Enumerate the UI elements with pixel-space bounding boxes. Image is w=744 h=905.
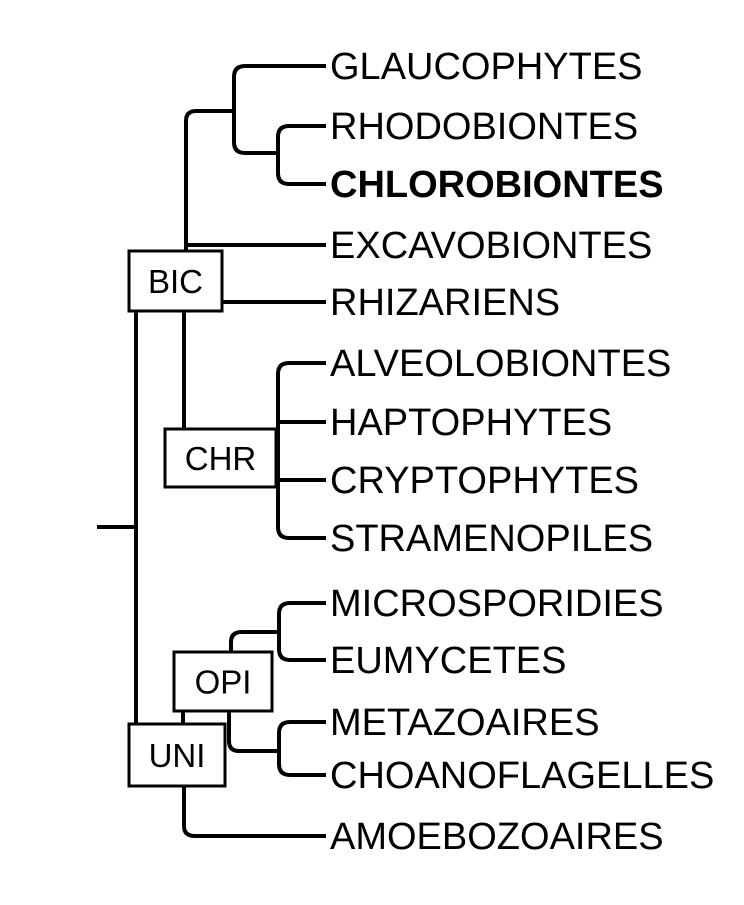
taxon-label-rhizariens: RHIZARIENS [330,282,560,324]
taxon-label-alveolobiontes: ALVEOLOBIONTES [330,343,671,385]
clade-box-opi [172,650,274,713]
taxon-label-stramenopiles: STRAMENOPILES [330,518,653,560]
stem-opi-to-animal-node [227,711,279,753]
clade-box-uni [127,722,227,788]
taxon-label-choanoflagelles: CHOANOFLAGELLES [330,755,714,797]
node-rhodobiontes-chlorobiontes [276,124,326,186]
taxon-label-eumycetes: EUMYCETES [330,640,566,682]
taxon-label-glaucophytes: GLAUCOPHYTES [330,46,643,88]
taxon-label-metazoaires: METAZOAIRES [330,702,600,744]
clade-box-chr [163,427,278,489]
stem-opi-to-fungi-node [229,630,279,652]
clade-box-label-bic: BIC [148,263,203,300]
node-metazoaires-choanoflagelles [277,720,326,777]
node-microsporidies-eumycetes [277,601,326,662]
taxon-label-amoebozoaires: AMOEBOZOAIRES [330,816,664,858]
taxon-label-cryptophytes: CRYPTOPHYTES [330,460,639,502]
node-chr-alveolo-to-strameno [276,361,326,540]
taxon-label-haptophytes: HAPTOPHYTES [330,402,612,444]
taxon-label-rhodobiontes: RHODOBIONTES [330,106,638,148]
taxon-label-chlorobiontes: CHLOROBIONTES [330,164,664,206]
taxon-label-excavobiontes: EXCAVOBIONTES [330,225,652,267]
clade-box-label-uni: UNI [149,737,206,774]
clade-box-label-chr: CHR [185,440,257,477]
taxon-label-microsporidies: MICROSPORIDIES [330,583,664,625]
clade-box-label-opi: OPI [195,664,252,701]
stem-primary-plastid-clade-to-bic [184,109,234,251]
branch-amoebozoaires [182,786,326,838]
clade-box-bic [127,249,224,313]
